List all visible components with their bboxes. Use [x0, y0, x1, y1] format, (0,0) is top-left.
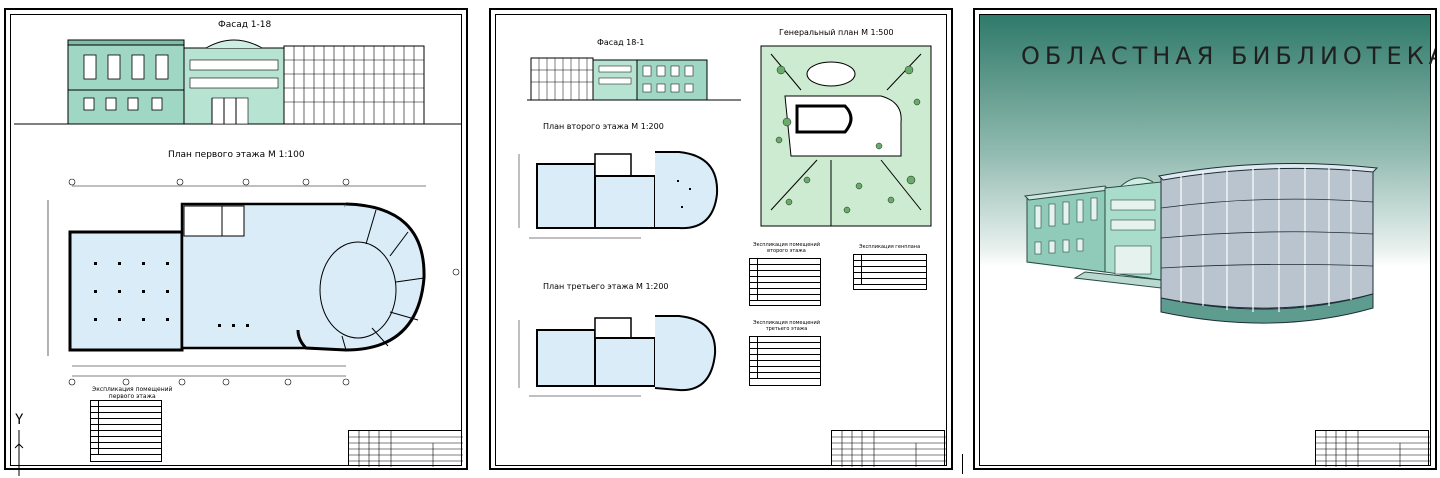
table-row	[91, 425, 161, 431]
table-row	[854, 267, 926, 273]
sheet-2: Фасад 18-1 План второго этажа М 1:200	[489, 8, 953, 470]
table-row	[750, 343, 820, 349]
table-row	[750, 349, 820, 355]
sheet-1: Фасад 1-18	[4, 8, 468, 470]
sheet-1-frame	[10, 14, 462, 466]
text-cursor	[962, 454, 963, 474]
table-row	[854, 273, 926, 279]
title-block-1	[348, 430, 463, 467]
table-row	[750, 367, 820, 373]
legend-site-title: Экспликация генплана	[859, 244, 921, 250]
legend-1-title-line1: Экспликация помещений	[92, 386, 173, 393]
legend-site-table	[853, 254, 927, 290]
plan-3-title: План третьего этажа М 1:200	[543, 282, 669, 291]
masterplan-title: Генеральный план М 1:500	[779, 28, 894, 37]
table-row	[854, 255, 926, 261]
legend-2-title: Экспликация помещений второго этажа	[753, 242, 820, 254]
table-row	[750, 259, 820, 265]
plan-2-drawing	[518, 151, 719, 239]
table-row	[750, 373, 820, 379]
table-row	[750, 265, 820, 271]
table-row	[91, 407, 161, 413]
plan-1-drawing	[47, 178, 460, 386]
masterplan-drawing	[760, 45, 932, 227]
table-row	[854, 261, 926, 267]
table-row	[750, 361, 820, 367]
table-row	[750, 355, 820, 361]
plan-2-title: План второго этажа М 1:200	[543, 122, 664, 131]
table-row	[91, 443, 161, 449]
table-row	[854, 279, 926, 285]
table-row	[91, 413, 161, 419]
title-block-2	[831, 430, 946, 467]
plan-3-drawing	[518, 315, 717, 397]
table-row	[750, 271, 820, 277]
legend-2-title-line2: второго этажа	[767, 248, 806, 254]
table-row	[91, 449, 161, 455]
legend-2-title-line1: Экспликация помещений	[753, 242, 821, 248]
ucs-y-label: Y	[15, 412, 24, 428]
legend-3-title-line1: Экспликация помещений	[753, 320, 821, 326]
sheet-2-frame	[495, 14, 947, 466]
table-row	[750, 283, 820, 289]
table-row	[91, 437, 161, 443]
table-row	[91, 401, 161, 407]
facade-18-1-drawing	[527, 57, 741, 101]
legend-2-table	[749, 258, 821, 306]
title-block-3	[1315, 430, 1430, 467]
facade-1-18-drawing	[14, 39, 462, 125]
table-row	[91, 419, 161, 425]
legend-1-title-line2: первого этажа	[108, 393, 156, 400]
ucs-icon	[14, 430, 24, 476]
legend-3-table	[749, 336, 821, 386]
facade-18-1-title: Фасад 18-1	[597, 38, 645, 47]
legend-1-table	[90, 400, 162, 462]
table-row	[750, 289, 820, 295]
sheet-3-title: ОБЛАСТНАЯ БИБЛИОТЕКА	[1021, 42, 1437, 70]
facade-1-18-title: Фасад 1-18	[218, 20, 272, 30]
table-row	[91, 431, 161, 437]
table-row	[750, 337, 820, 343]
perspective-render	[1023, 163, 1379, 324]
legend-3-title-line2: третьего этажа	[765, 326, 808, 332]
sheet-3: ОБЛАСТНАЯ БИБЛИОТЕКА	[973, 8, 1437, 470]
plan-1-title: План первого этажа М 1:100	[168, 150, 305, 160]
legend-3-title: Экспликация помещений третьего этажа	[753, 320, 820, 332]
table-row	[750, 295, 820, 301]
legend-1-title: Экспликация помещений первого этажа	[92, 386, 172, 400]
table-row	[750, 277, 820, 283]
